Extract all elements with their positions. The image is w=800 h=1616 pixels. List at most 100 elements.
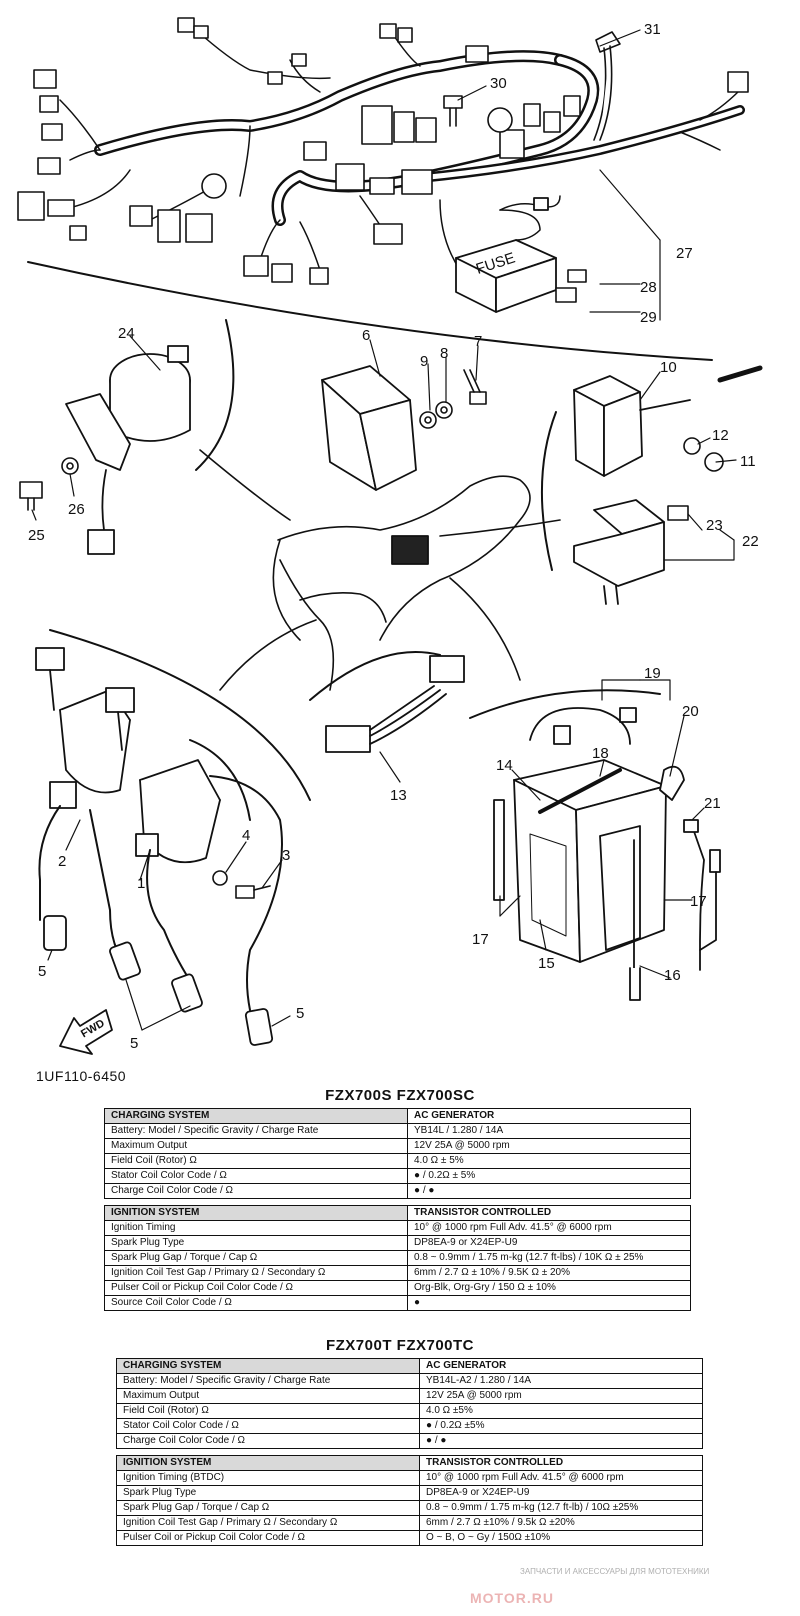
frame-outline xyxy=(199,449,561,691)
wiring-diagram: FUSE xyxy=(17,17,763,1055)
spec-param: Charge Coil Color Code / Ω xyxy=(116,1433,420,1449)
divider-left-lower xyxy=(49,629,311,801)
callout-19: 19 xyxy=(644,665,661,682)
spec-param: Maximum Output xyxy=(104,1138,408,1154)
spec-row: Ignition Timing (BTDC)10° @ 1000 rpm Ful… xyxy=(116,1470,703,1486)
part-code: 1UF110-6450 xyxy=(36,1068,127,1084)
section-header-value: AC Generator xyxy=(407,1108,691,1124)
battery xyxy=(493,759,667,963)
washers-8-9 xyxy=(419,401,453,429)
section-header-row: IGNITION SYSTEM Transistor Controlled xyxy=(104,1205,691,1221)
battery-strap xyxy=(538,768,622,814)
callout-17b: 17 xyxy=(690,893,707,910)
section-header: IGNITION SYSTEM xyxy=(104,1205,408,1221)
screw-30 xyxy=(443,95,463,127)
callout-12: 12 xyxy=(712,427,729,444)
spec-row: Charge Coil Color Code / Ω● / ● xyxy=(116,1433,703,1449)
callout-21: 21 xyxy=(704,795,721,812)
frame-connector xyxy=(391,535,429,565)
spec-value: YB14L-A2 / 1.280 / 14A xyxy=(419,1373,703,1389)
spec-title-2: FZX700T FZX700TC xyxy=(325,1337,475,1354)
spec-value: 4.0 Ω ± 5% xyxy=(407,1153,691,1169)
callout-5b: 5 xyxy=(130,1035,138,1052)
fuse-box xyxy=(455,197,557,313)
bolt-7 xyxy=(463,369,487,405)
spec-value: 4.0 Ω ±5% xyxy=(419,1403,703,1419)
section-header-value: AC Generator xyxy=(419,1358,703,1374)
harness-connectors xyxy=(17,17,749,285)
callout-16: 16 xyxy=(664,967,681,984)
divider-mid-lower xyxy=(309,651,441,701)
nuts-11-12 xyxy=(683,437,724,472)
callout-26: 26 xyxy=(68,501,85,518)
igniter-unit xyxy=(321,365,417,491)
spec-value: Org-Blk, Org-Gry / 150 Ω ± 10% xyxy=(407,1280,691,1296)
callout-31: 31 xyxy=(644,21,661,38)
fwd-arrow xyxy=(59,1009,113,1055)
spec-param: Source Coil Color Code / Ω xyxy=(104,1295,408,1311)
main-harness xyxy=(59,29,745,271)
spec-param: Pulser Coil or Pickup Coil Color Code / … xyxy=(104,1280,408,1296)
spec-row: Ignition Coil Test Gap / Primary Ω / Sec… xyxy=(116,1515,703,1531)
relay-22 xyxy=(573,499,665,605)
callout-23: 23 xyxy=(706,517,723,534)
callout-14: 14 xyxy=(496,757,513,774)
hv-leads xyxy=(38,739,283,1011)
callout-11: 11 xyxy=(740,453,756,470)
spec-row: Source Coil Color Code / Ω● xyxy=(104,1295,691,1311)
callout-5c: 5 xyxy=(296,1005,304,1022)
spec-param: Spark Plug Gap / Torque / Cap Ω xyxy=(104,1250,408,1266)
spec-param: Ignition Coil Test Gap / Primary Ω / Sec… xyxy=(116,1515,420,1531)
callout-4: 4 xyxy=(242,827,250,844)
callout-5a: 5 xyxy=(38,963,46,980)
spec-row: Battery: Model / Specific Gravity / Char… xyxy=(104,1123,691,1139)
spare-fuses xyxy=(555,269,587,303)
plug-caps xyxy=(43,915,274,1046)
spec-param: Charge Coil Color Code / Ω xyxy=(104,1183,408,1199)
spec-param: Stator Coil Color Code / Ω xyxy=(104,1168,408,1184)
spec-value: 10° @ 1000 rpm Full Adv. 41.5° @ 6000 rp… xyxy=(407,1220,691,1236)
spec-param: Battery: Model / Specific Gravity / Char… xyxy=(104,1123,408,1139)
callout-6: 6 xyxy=(362,327,370,344)
callout-27: 27 xyxy=(676,245,693,262)
cable-tie xyxy=(593,31,621,141)
section-header: CHARGING SYSTEM xyxy=(104,1108,408,1124)
nut-26 xyxy=(61,457,79,475)
spec-value: O ~ B, O ~ Gy / 150Ω ±10% xyxy=(419,1530,703,1546)
spec-row: Battery: Model / Specific Gravity / Char… xyxy=(116,1373,703,1389)
callout-17a: 17 xyxy=(472,931,489,948)
spec-value: 10° @ 1000 rpm Full Adv. 41.5° @ 6000 rp… xyxy=(419,1470,703,1486)
spec-row: Pulser Coil or Pickup Coil Color Code / … xyxy=(116,1530,703,1546)
fuse-23 xyxy=(667,505,689,521)
callout-7: 7 xyxy=(474,333,482,350)
section-header: IGNITION SYSTEM xyxy=(116,1455,420,1471)
callout-22: 22 xyxy=(742,533,759,550)
spec-value: DP8EA-9 or X24EP-U9 xyxy=(407,1235,691,1251)
battery-leads xyxy=(529,707,721,1001)
spec-value: 0.8 ~ 0.9mm / 1.75 m-kg (12.7 ft-lbs) / … xyxy=(407,1250,691,1266)
callout-29: 29 xyxy=(640,309,657,326)
spec-value: ● xyxy=(407,1295,691,1311)
spec-param: Ignition Timing xyxy=(104,1220,408,1236)
spec-row: Stator Coil Color Code / Ω● / 0.2Ω ±5% xyxy=(116,1418,703,1434)
spec-table-1: CHARGING SYSTEM AC Generator Battery: Mo… xyxy=(104,1108,691,1311)
spec-row: Ignition Coil Test Gap / Primary Ω / Sec… xyxy=(104,1265,691,1281)
divider-top xyxy=(27,261,713,361)
callout-1: 1 xyxy=(137,875,145,892)
leader-lines xyxy=(31,29,737,1031)
callout-20: 20 xyxy=(682,703,699,720)
spec-value: 0.8 ~ 0.9mm / 1.75 m-kg (12.7 ft-lb) / 1… xyxy=(419,1500,703,1516)
callout-10: 10 xyxy=(660,359,677,376)
bolt-3-nut-4 xyxy=(212,870,271,899)
spec-value: YB14L / 1.280 / 14A xyxy=(407,1123,691,1139)
spec-param: Ignition Timing (BTDC) xyxy=(116,1470,420,1486)
watermark-tagline: ЗАПЧАСТИ И АКСЕССУАРЫ ДЛЯ МОТОТЕХНИКИ xyxy=(520,1567,710,1576)
spec-param: Stator Coil Color Code / Ω xyxy=(116,1418,420,1434)
